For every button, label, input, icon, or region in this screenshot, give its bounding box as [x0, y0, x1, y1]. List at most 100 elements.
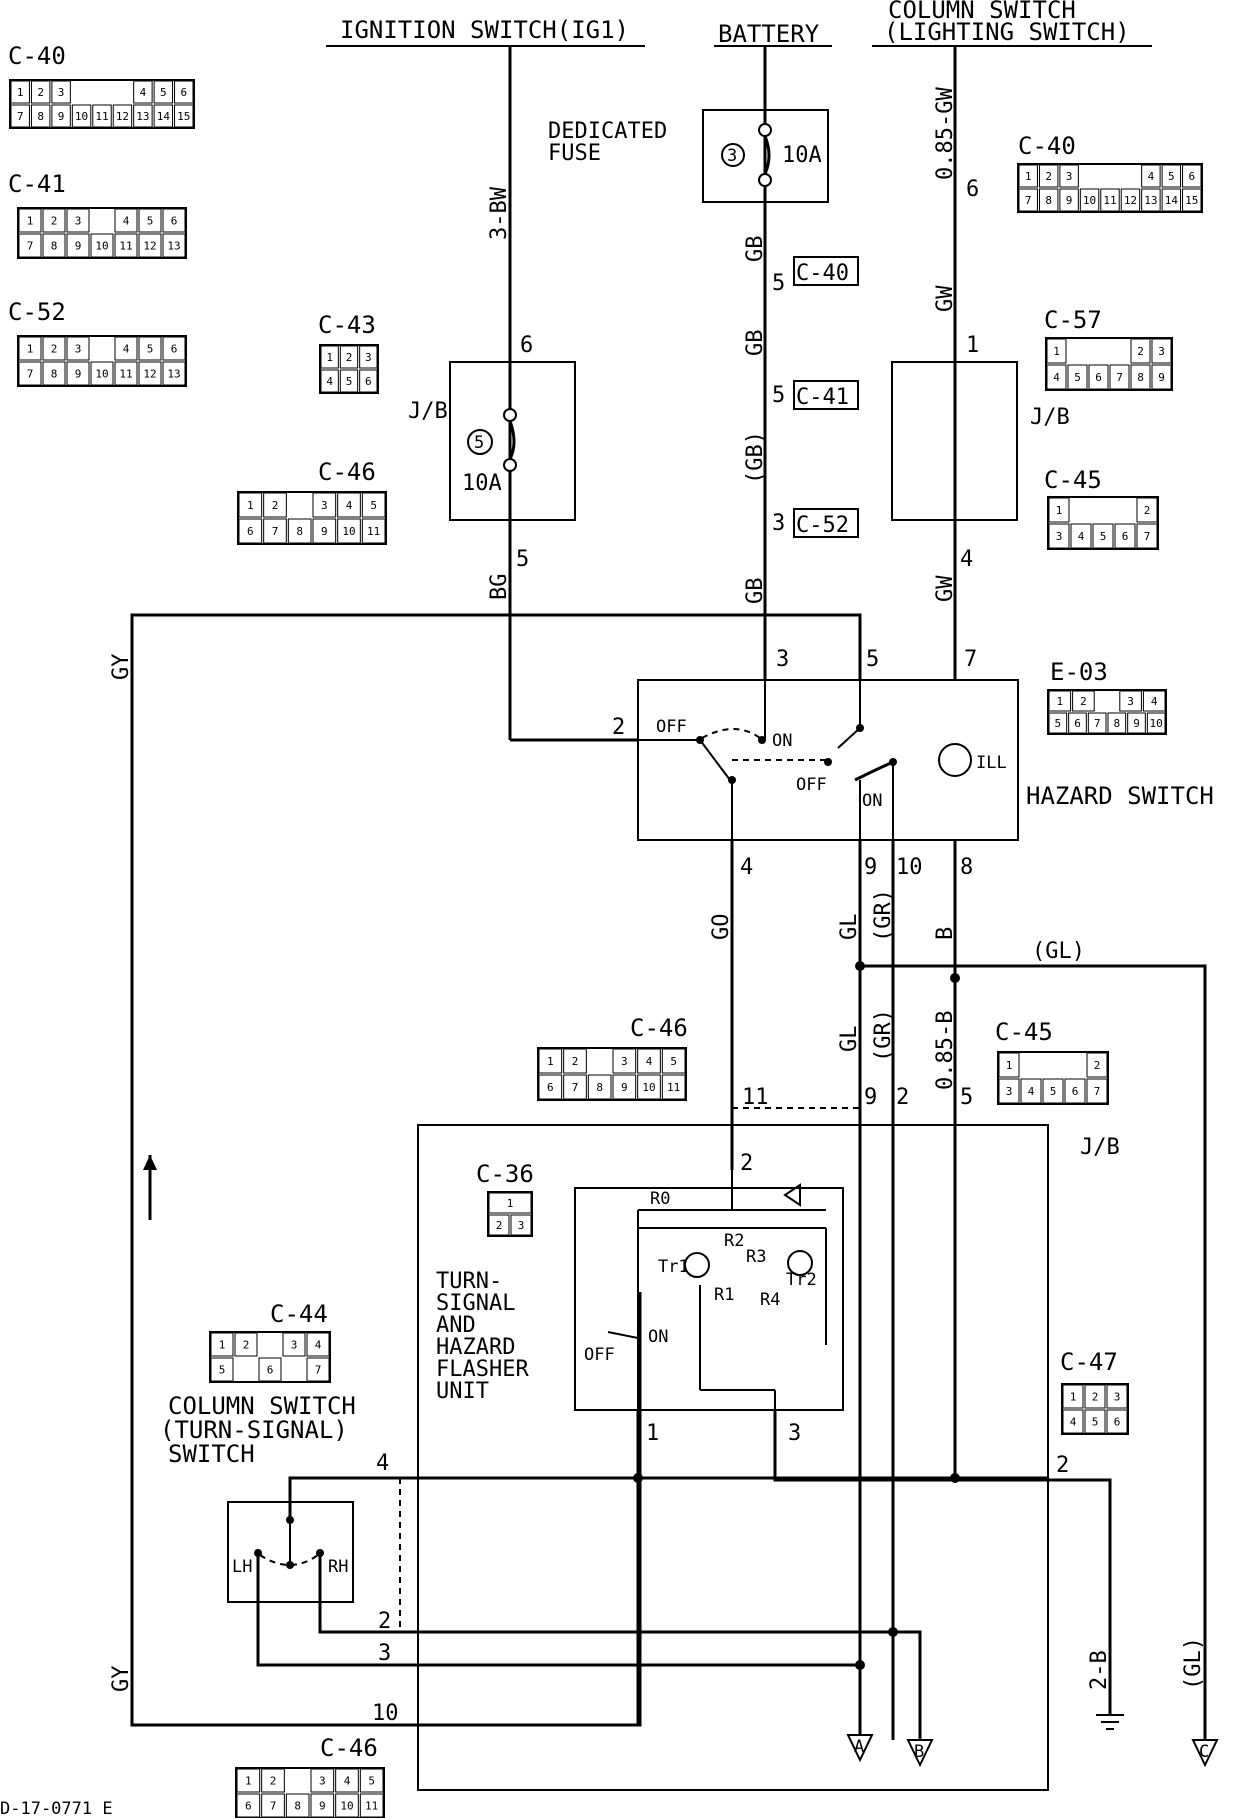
- terminal-b-label: B: [914, 1742, 924, 1762]
- pin-cell: [320, 369, 339, 393]
- turn-signal-switch: COLUMN SWITCH (TURN-SIGNAL) SWITCH LH RH…: [160, 1392, 922, 1740]
- pin-cell: [1087, 712, 1107, 734]
- connector-c44: C-44: [270, 1300, 328, 1328]
- wire-gl-label-3: (GL): [1181, 1637, 1206, 1690]
- pin-cell: [66, 208, 90, 233]
- pin-cell: [510, 1214, 532, 1236]
- pin-cell: [587, 1074, 612, 1100]
- pin-number: 12: [116, 110, 129, 123]
- pin-number: 6: [365, 375, 372, 388]
- pin-number: 9: [1066, 194, 1073, 207]
- pin-cell: [637, 1048, 661, 1074]
- pin-cell: [90, 361, 114, 386]
- pin-cell: [563, 1074, 587, 1100]
- pin-cell: [1068, 712, 1087, 734]
- pin-number: 9: [319, 1800, 326, 1813]
- pin-cell: [1062, 1409, 1084, 1434]
- pin-cell: [66, 233, 90, 258]
- pin-number: 5: [1055, 717, 1062, 730]
- ignition-circuit: 3-BW 5 10A 6 5 BG J/B: [408, 46, 576, 740]
- flasher-label-5: FLASHER: [436, 1357, 529, 1382]
- pin-cell: [1100, 188, 1120, 212]
- pin-cell: [162, 233, 186, 258]
- wire-gb-4: GB: [743, 578, 768, 605]
- inline-connector-c40: C-40: [796, 261, 849, 286]
- pin-cell: [1151, 338, 1172, 364]
- hazard-on-label-2: ON: [862, 791, 882, 811]
- pin-cell: [236, 1793, 261, 1818]
- pin-number: 11: [119, 240, 132, 253]
- pin-number: 12: [1124, 194, 1137, 207]
- connector-c40-left: C-40: [8, 42, 66, 70]
- pin-number: 10: [340, 1800, 353, 1813]
- pin-number: 2: [1137, 345, 1144, 358]
- wire-gr-label-1: (GR): [871, 889, 896, 942]
- wire-085-gw: 0.85-GW: [933, 87, 958, 180]
- pin-cell: [285, 1793, 310, 1818]
- pin-number: 7: [572, 1081, 579, 1094]
- column-switch-turn-sublabel: (TURN-SIGNAL): [160, 1416, 348, 1444]
- pin-cell: [339, 345, 359, 369]
- pin-number: 2: [572, 1055, 579, 1068]
- c40-pin-table-left: [9, 79, 195, 129]
- pin-number: 3: [1158, 345, 1165, 358]
- pin-number: 2: [1092, 1391, 1099, 1404]
- pin-cell: [238, 518, 263, 544]
- c46-pin-table-top: [237, 491, 387, 545]
- pin-number: 4: [1148, 170, 1155, 183]
- pin-cell: [998, 1078, 1020, 1104]
- pin-cell: [1048, 712, 1068, 734]
- pin-number: 8: [51, 368, 58, 381]
- wire-gw-2: GW: [933, 575, 958, 602]
- pin-number: 3: [365, 351, 372, 364]
- pin-number: 6: [547, 1081, 554, 1094]
- c52-pin-table: [17, 335, 187, 387]
- pin-number: 3: [75, 343, 82, 356]
- pin-number: 9: [621, 1081, 628, 1094]
- gy-loop: GY GY: [109, 613, 862, 1727]
- pin-number: 13: [167, 368, 180, 381]
- pin-number: 6: [171, 215, 178, 228]
- pin-number: 2: [346, 351, 353, 364]
- hazard-pin-8: 8: [960, 855, 973, 880]
- pin-number: 8: [1137, 371, 1144, 384]
- pin-number: 7: [27, 240, 34, 253]
- pin-cell: [488, 1192, 532, 1214]
- pin-cell: [488, 1214, 510, 1236]
- pin-5-c40: 5: [772, 271, 785, 296]
- connector-c57: C-57: [1044, 306, 1102, 334]
- pin-cell: [30, 104, 51, 128]
- pin-number: 1: [1070, 1391, 1077, 1404]
- pin-number: 6: [1095, 371, 1102, 384]
- pin-cell: [66, 336, 90, 361]
- pin-cell: [359, 345, 378, 369]
- pin-number: 6: [1188, 170, 1195, 183]
- wire-gl-label-1: GL: [837, 914, 862, 941]
- pin-cell: [1151, 364, 1172, 390]
- pin-number: 6: [180, 86, 187, 99]
- pin-cell: [1114, 523, 1136, 549]
- pin-cell: [1106, 1384, 1128, 1409]
- pin-cell: [310, 1793, 335, 1818]
- pin-cell: [1048, 523, 1070, 549]
- pin-6-column: 6: [966, 177, 979, 202]
- wire-gb-3: (GB): [743, 431, 768, 484]
- pin-cell: [114, 233, 138, 258]
- pin-number: 5: [219, 1364, 226, 1377]
- terminals: A B C 2-B (GL): [846, 1637, 1219, 1768]
- pin-cell: [1136, 497, 1158, 523]
- pin-number: 13: [1144, 194, 1157, 207]
- pin-number: 1: [326, 351, 333, 364]
- jb-pin-11: 11: [742, 1085, 769, 1110]
- hazard-pin-2: 2: [612, 715, 625, 740]
- pin-number: 8: [294, 1800, 301, 1813]
- pin-number: 3: [319, 1775, 326, 1788]
- pin-number: 7: [270, 1800, 277, 1813]
- r4-label: R4: [760, 1290, 780, 1310]
- pin-number: 4: [326, 375, 333, 388]
- pin-number: 13: [136, 110, 149, 123]
- pin-number: 1: [1056, 504, 1063, 517]
- c46-pin-table-bottom: [235, 1767, 385, 1818]
- pin-number: 10: [95, 240, 108, 253]
- pin-cell: [1106, 1409, 1128, 1434]
